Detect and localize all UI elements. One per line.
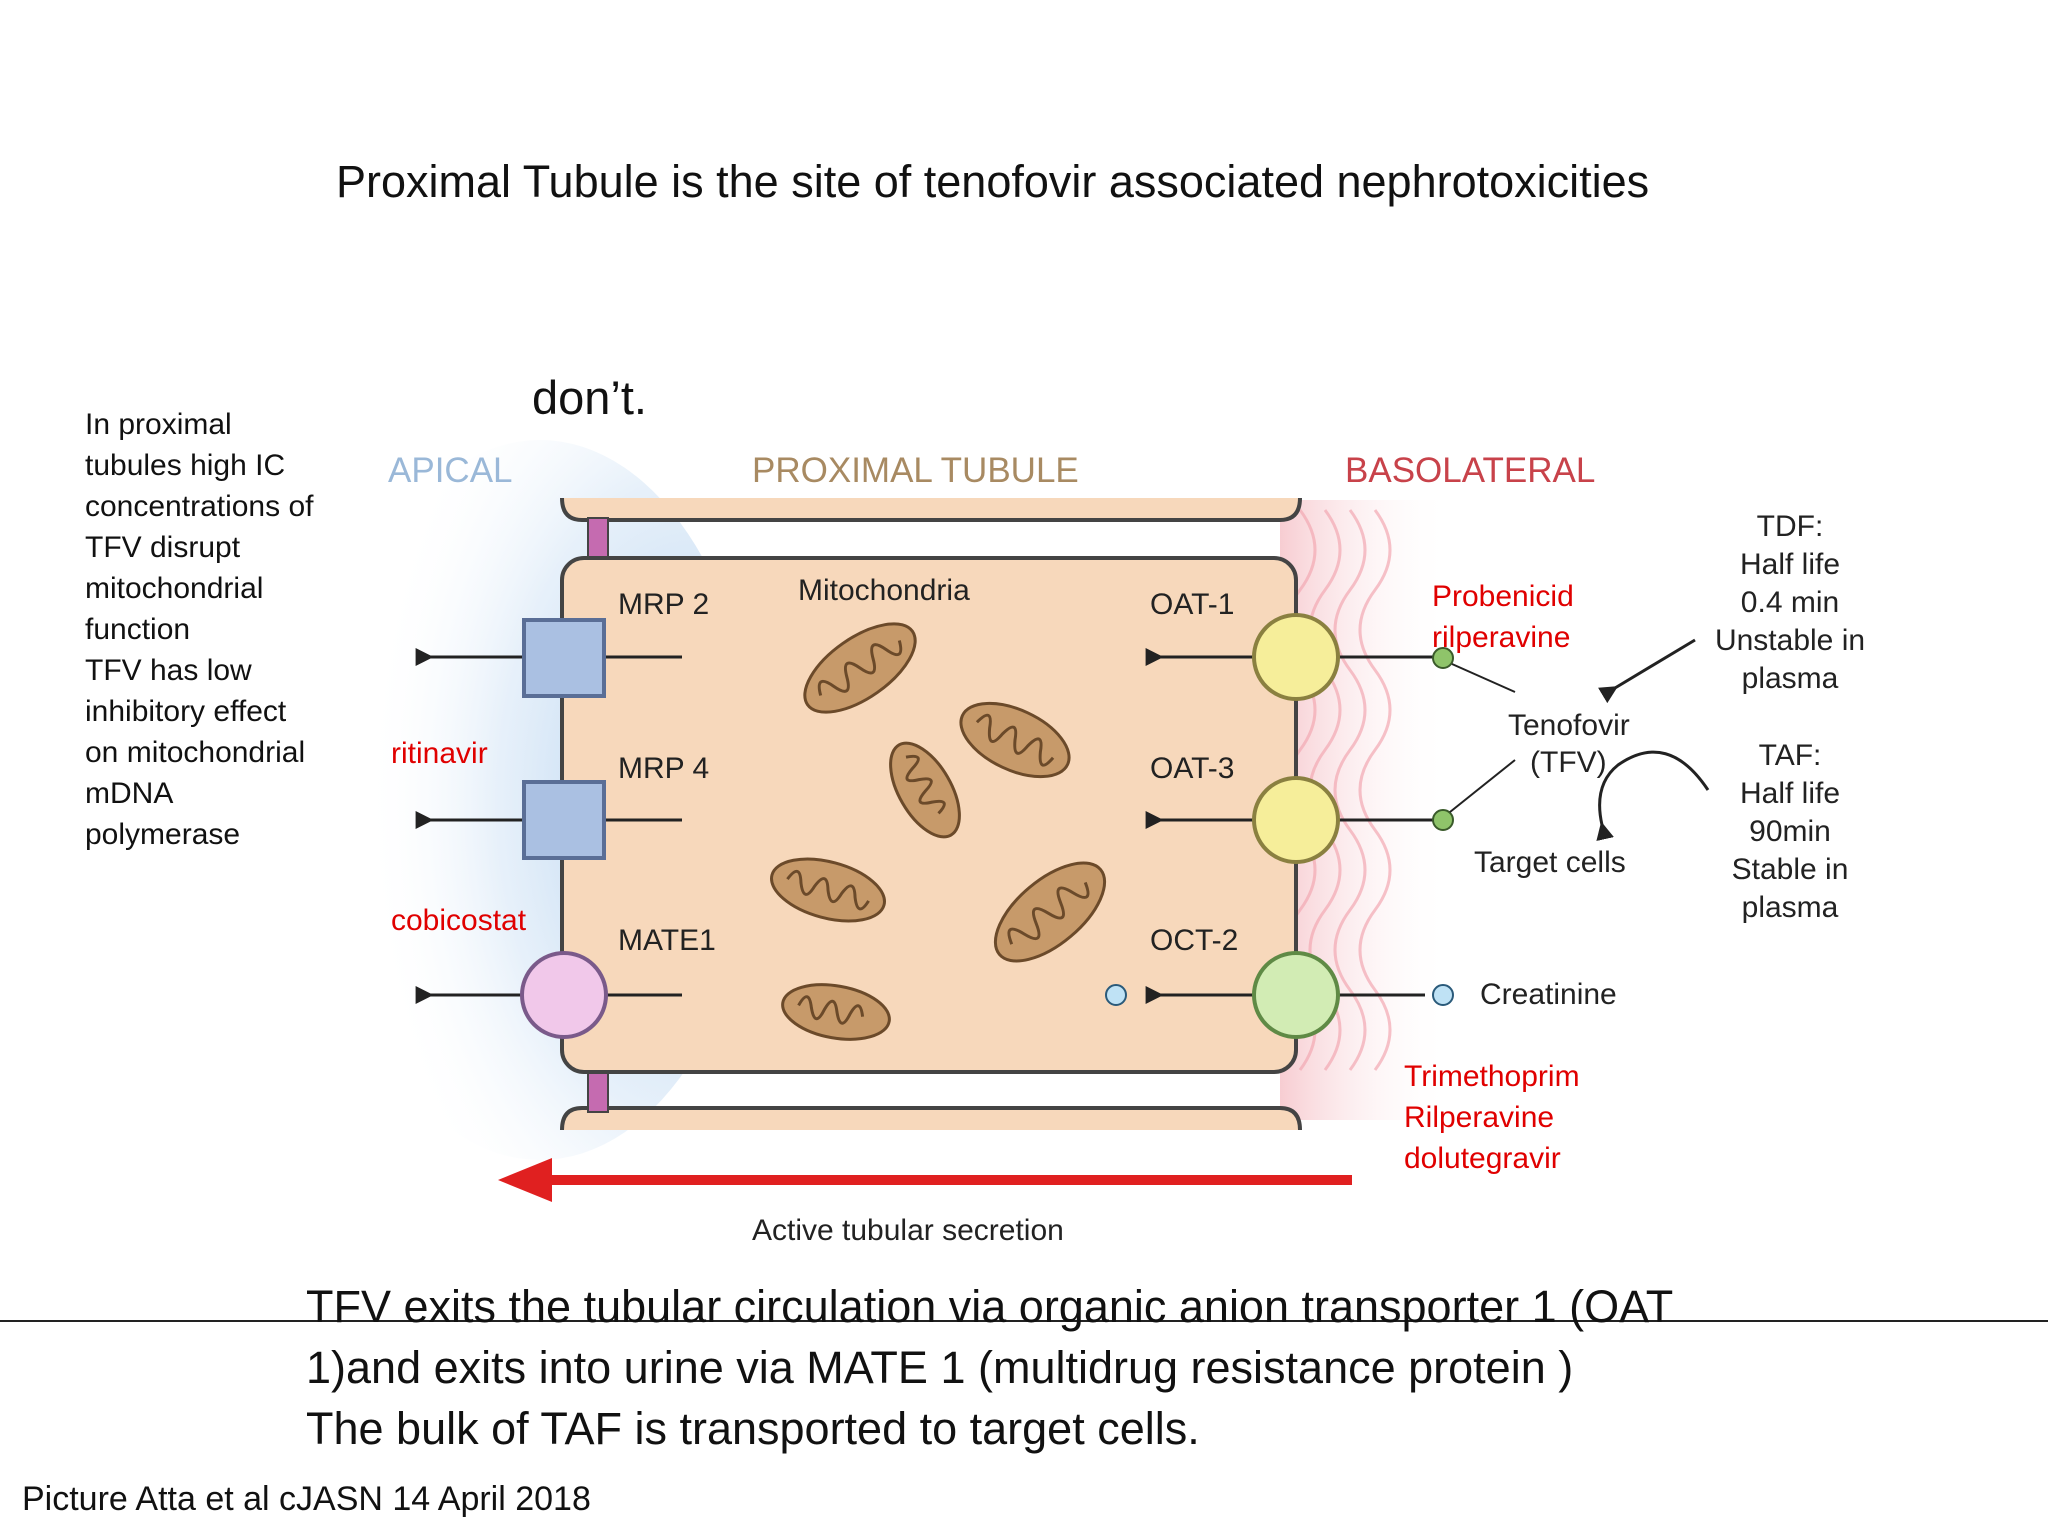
tfv-pointer-oat3 <box>1449 759 1516 813</box>
side-note-line: tubules high IC <box>85 449 286 482</box>
proximal-tubule-label: PROXIMAL TUBULE <box>752 451 1079 490</box>
apical-label: APICAL <box>388 451 513 490</box>
creatinine-label: Creatinine <box>1480 978 1617 1011</box>
side-note-line: inhibitory effect <box>85 695 287 728</box>
side-note-line: TFV disrupt <box>85 531 241 564</box>
inhibitor-ritinavir: ritinavir <box>391 737 488 770</box>
target-cells-label: Target cells <box>1474 846 1626 879</box>
mate1-transporter <box>520 951 608 1039</box>
inhibitor-rilperavine: rilperavine <box>1432 621 1571 654</box>
tdf-line: 0.4 min <box>1741 586 1839 619</box>
side-note-line: function <box>85 613 191 646</box>
tight-junction-bottom <box>587 1071 609 1113</box>
taf-line: 90min <box>1749 815 1831 848</box>
mitochondrion <box>889 741 961 839</box>
summary-text: TFV exits the tubular circulation via or… <box>306 1276 1806 1459</box>
slide-title: Proximal Tubule is the site of tenofovir… <box>336 156 1650 207</box>
oat3-label: OAT-3 <box>1150 752 1234 785</box>
mrp2-label: MRP 2 <box>618 588 709 621</box>
citation: Picture Atta et al cJASN 14 April 2018 <box>22 1480 591 1518</box>
tdf-line: Unstable in <box>1715 624 1865 657</box>
tdf-line: Half life <box>1740 548 1840 581</box>
mrp4-label: MRP 4 <box>618 752 709 785</box>
taf-arrow <box>1596 750 1710 842</box>
inhibitor-dolutegravir: dolutegravir <box>1404 1142 1561 1175</box>
inhibitor-probenicid: Probenicid <box>1432 580 1574 613</box>
tdf-arrow <box>1598 638 1696 704</box>
taf-line: Stable in <box>1732 853 1849 886</box>
taf-line: plasma <box>1742 891 1839 924</box>
top-cell-strip <box>560 497 1302 522</box>
summary-line: TFV exits the tubular circulation via or… <box>306 1281 1674 1332</box>
side-note: In proximal tubules high IC concentratio… <box>85 404 355 855</box>
mate1-label: MATE1 <box>618 924 716 957</box>
summary-line: The bulk of TAF is transported to target… <box>306 1403 1200 1454</box>
tight-junction-top <box>587 517 609 559</box>
mitochondria-label: Mitochondria <box>798 574 970 607</box>
tfv-molecule-oat1 <box>1432 647 1454 669</box>
side-note-line: concentrations of <box>85 490 314 523</box>
creatinine-molecule <box>1432 984 1454 1006</box>
basolateral-label: BASOLATERAL <box>1345 451 1595 490</box>
taf-line: Half life <box>1740 777 1840 810</box>
mitochondria-group <box>770 622 1107 1041</box>
mitochondrion <box>959 701 1071 779</box>
oat1-label: OAT-1 <box>1150 588 1234 621</box>
tenofovir-label: Tenofovir <box>1508 709 1630 742</box>
tdf-line: plasma <box>1742 662 1839 695</box>
oat1-transporter <box>1252 613 1340 701</box>
active-secretion-arrowhead <box>498 1158 552 1202</box>
mitochondrion <box>803 622 917 714</box>
side-note-line: polymerase <box>85 818 241 851</box>
creatinine-molecule-intracellular <box>1105 984 1127 1006</box>
oct2-transporter <box>1252 951 1340 1039</box>
taf-line: TAF: <box>1759 739 1822 772</box>
active-secretion-label: Active tubular secretion <box>752 1214 1064 1247</box>
mitochondrion <box>770 857 886 923</box>
side-note-line: mitochondrial <box>85 572 264 605</box>
tfv-abbrev-label: (TFV) <box>1530 746 1607 779</box>
oct2-label: OCT-2 <box>1150 924 1238 957</box>
inhibitor-rilperavine-oct2: Rilperavine <box>1404 1101 1555 1134</box>
summary-line: 1)and exits into urine via MATE 1 (multi… <box>306 1342 1574 1393</box>
inhibitor-cobicostat: cobicostat <box>391 904 527 937</box>
mitochondrion <box>993 861 1107 963</box>
horizontal-divider <box>0 1320 2048 1322</box>
mrp2-transporter <box>522 618 606 698</box>
mrp4-transporter <box>522 780 606 860</box>
side-note-line: mDNA <box>85 777 174 810</box>
inhibitor-trimethoprim: Trimethoprim <box>1404 1060 1580 1093</box>
oat3-transporter <box>1252 776 1340 864</box>
mitochondrion <box>781 983 891 1041</box>
tfv-molecule-oat3 <box>1432 809 1454 831</box>
tfv-pointer-oat1 <box>1451 663 1516 693</box>
taf-block: TAF: Half life 90min Stable in plasma <box>1732 739 1849 924</box>
tdf-line: TDF: <box>1757 510 1824 543</box>
side-note-line: In proximal <box>85 408 232 441</box>
tdf-block: TDF: Half life 0.4 min Unstable in plasm… <box>1715 510 1865 695</box>
side-note-line: TFV has low <box>85 654 252 687</box>
bottom-cell-strip <box>560 1106 1302 1131</box>
side-note-line: on mitochondrial <box>85 736 306 769</box>
fragment-text: don’t. <box>532 371 647 424</box>
